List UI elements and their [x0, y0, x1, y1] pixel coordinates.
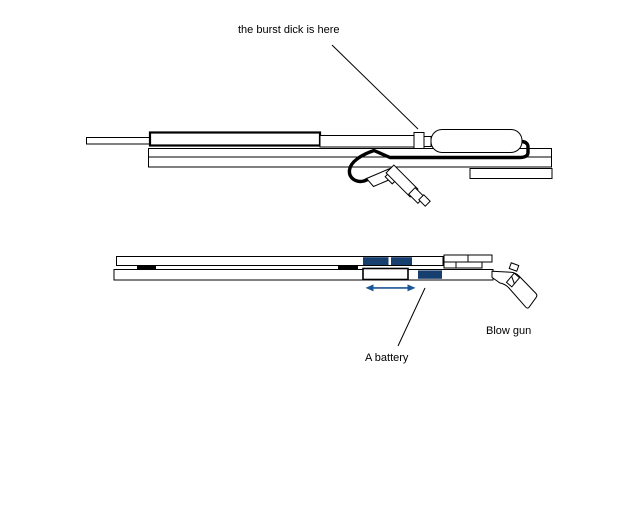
travel-arrow [365, 284, 416, 292]
blow-gun-body [491, 270, 538, 309]
burst-disk-holder [413, 132, 425, 149]
gauge-tube [319, 135, 415, 148]
blow-gun-label: Blow gun [486, 325, 532, 337]
black-segment-right [338, 265, 358, 269]
fill-gun-tip-cap [418, 194, 431, 207]
fill-gun [365, 164, 431, 207]
barrel-thin [86, 137, 150, 145]
battery-leader-line [397, 287, 426, 347]
navy-segment-1 [363, 257, 389, 265]
coupler [423, 136, 432, 147]
blow-gun [491, 262, 538, 309]
battery-label: A battery [365, 352, 409, 364]
burst-disk-leader-line [331, 44, 419, 130]
battery-block [418, 270, 442, 279]
black-segment-left [137, 265, 156, 269]
ladder-row-2 [443, 261, 483, 269]
co2-cartridge [430, 129, 523, 153]
upper-assembly [86, 44, 553, 207]
blow-gun-inlet [508, 262, 520, 272]
burst-disk-label: the burst dick is here [238, 24, 340, 36]
upper-stock-bar [469, 168, 553, 179]
lower-top-bar [116, 256, 444, 266]
navy-segment-2 [391, 257, 412, 265]
slider-sleeve [362, 267, 409, 281]
receiver-band [148, 131, 322, 147]
lower-assembly [113, 254, 538, 347]
hose-line [347, 139, 530, 184]
